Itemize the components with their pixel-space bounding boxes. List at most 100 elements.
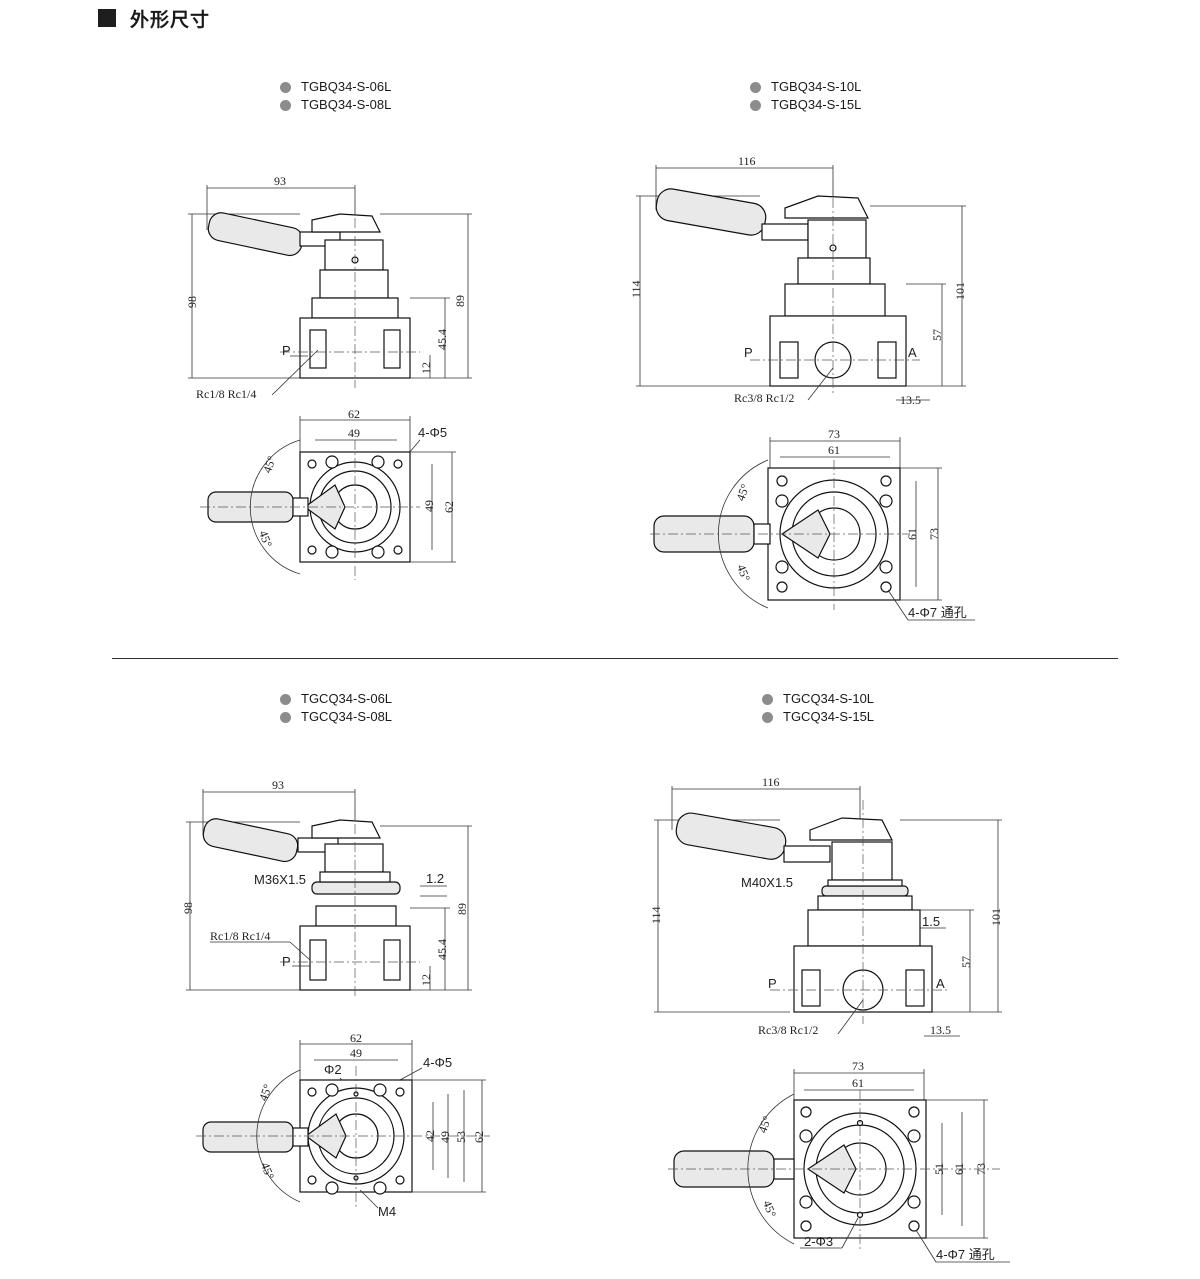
model-label: TGCQ34-S-08L (301, 709, 393, 724)
dim-top62: 62 (348, 407, 360, 421)
thread-label: M40X1.5 (741, 875, 793, 890)
side-view-1: 93 98 89 45.4 12 P Rc1/8 Rc1/4 (185, 174, 472, 401)
port-label: Rc3/8 Rc1/2 (758, 1023, 818, 1037)
hole-label: 4-Φ7 通孔 (936, 1247, 995, 1262)
dim-89: 89 (455, 903, 469, 915)
dim-height: 114 (649, 906, 663, 924)
bullet-icon (750, 81, 761, 93)
dim-45: 45.4 (435, 939, 449, 960)
dim-height: 98 (185, 296, 199, 308)
dim-width: 116 (738, 154, 756, 168)
hole-label: 4-Φ5 (418, 425, 447, 440)
dim-v73: 73 (974, 1163, 988, 1175)
angle-bottom: 45° (258, 1161, 277, 1182)
dim-89: 89 (453, 295, 467, 307)
dim-top49: 49 (350, 1046, 362, 1060)
dim-v53: 53 (454, 1131, 468, 1143)
model-list-3: TGCQ34-S-06L TGCQ34-S-08L (280, 690, 392, 726)
dim-height: 98 (181, 902, 195, 914)
angle-top: 45° (733, 482, 752, 503)
dim-135: 13.5 (900, 393, 921, 407)
phi2-label: Φ2 (324, 1062, 342, 1077)
angle-top: 45° (755, 1114, 774, 1135)
side-view-4: 116 114 101 57 1.5 M40X1.5 P A 13.5 Rc3 (649, 775, 1003, 1037)
dim-top73: 73 (828, 427, 840, 441)
bullet-icon (750, 99, 761, 111)
dim-height: 114 (629, 280, 643, 298)
dim-width: 93 (272, 778, 284, 792)
dim-v42: 42 (423, 1130, 437, 1142)
dim-v73: 73 (927, 528, 941, 540)
dim-45: 45.4 (435, 329, 449, 350)
port-p: P (282, 954, 291, 969)
dim-top73: 73 (852, 1059, 864, 1073)
dim-top49: 49 (348, 426, 360, 440)
side-view-3: 93 98 89 45.4 12 M36X1.5 1.2 P Rc1/8 R (181, 778, 472, 998)
angle-top: 45° (260, 454, 279, 475)
section-header: 外形尺寸 (98, 6, 211, 31)
model-list-1: TGBQ34-S-06L TGBQ34-S-08L (280, 78, 391, 114)
dim-v62: 62 (442, 501, 456, 513)
bullet-icon (280, 693, 291, 705)
model-label: TGCQ34-S-06L (301, 691, 393, 706)
port-p: P (744, 345, 753, 360)
dim-12: 12 (419, 362, 433, 374)
model-label: TGCQ34-S-15L (783, 709, 875, 724)
dim-1-5: 1.5 (922, 914, 940, 929)
top-view-2: 73 61 45° 45° 61 73 4-Φ7 通孔 (650, 427, 975, 621)
m4-label: M4 (378, 1204, 396, 1219)
dim-top62: 62 (350, 1031, 362, 1045)
dim-v51: 51 (932, 1163, 946, 1175)
bullet-icon (280, 81, 291, 93)
dim-top61: 61 (852, 1076, 864, 1090)
angle-top: 45° (256, 1082, 275, 1103)
dim-v49: 49 (422, 500, 436, 512)
dim-v61: 61 (952, 1163, 966, 1175)
side-view-2: 116 114 101 57 P A 13.5 Rc3/8 Rc1/2 (629, 154, 967, 407)
dim-width: 93 (274, 174, 286, 188)
port-label: Rc3/8 Rc1/2 (734, 391, 794, 405)
port-a: A (908, 345, 917, 360)
bullet-icon (280, 711, 291, 723)
model-label: TGCQ34-S-10L (783, 691, 875, 706)
dim-12: 12 (419, 974, 433, 986)
model-label: TGBQ34-S-08L (301, 97, 392, 112)
dim-v61: 61 (905, 528, 919, 540)
dim-v62: 62 (472, 1131, 486, 1143)
port-label: Rc1/8 Rc1/4 (196, 387, 256, 401)
top-view-3: 62 49 4-Φ5 Φ2 45° 45° 42 49 53 62 M (196, 1031, 490, 1219)
top-view-4: 73 61 45° 45° 51 61 73 2-Φ3 4-Φ7 通孔 (668, 1059, 1010, 1263)
port-p: P (282, 343, 291, 358)
hole-label: 4-Φ7 通孔 (908, 605, 967, 620)
dim-v49: 49 (438, 1131, 452, 1143)
dim-101: 101 (989, 908, 1003, 926)
dim-101: 101 (953, 282, 967, 300)
dim-top61: 61 (828, 443, 840, 457)
angle-bottom: 45° (256, 529, 275, 550)
section-title: 外形尺寸 (130, 9, 211, 31)
dim-135: 13.5 (930, 1023, 951, 1037)
angle-bottom: 45° (734, 563, 753, 584)
model-list-2: TGBQ34-S-10L TGBQ34-S-15L (750, 78, 861, 114)
phi3-label: 2-Φ3 (804, 1234, 833, 1249)
port-a: A (936, 976, 945, 991)
bullet-icon (280, 99, 291, 111)
header-square-icon (98, 9, 116, 27)
bullet-icon (762, 693, 773, 705)
top-view-1: 62 49 4-Φ5 45° 45° 49 62 (200, 407, 456, 580)
section-divider (112, 658, 1118, 659)
model-list-4: TGCQ34-S-10L TGCQ34-S-15L (762, 690, 874, 726)
dim-width: 116 (762, 775, 780, 789)
port-p: P (768, 976, 777, 991)
dim-57: 57 (959, 956, 973, 968)
hole-label: 4-Φ5 (423, 1055, 452, 1070)
thread-label: M36X1.5 (254, 872, 306, 887)
bullet-icon (762, 711, 773, 723)
model-label: TGBQ34-S-10L (771, 79, 862, 94)
port-label: Rc1/8 Rc1/4 (210, 929, 270, 943)
model-label: TGBQ34-S-15L (771, 97, 862, 112)
model-label: TGBQ34-S-06L (301, 79, 392, 94)
dim-1-2: 1.2 (426, 871, 444, 886)
angle-bottom: 45° (760, 1199, 779, 1220)
